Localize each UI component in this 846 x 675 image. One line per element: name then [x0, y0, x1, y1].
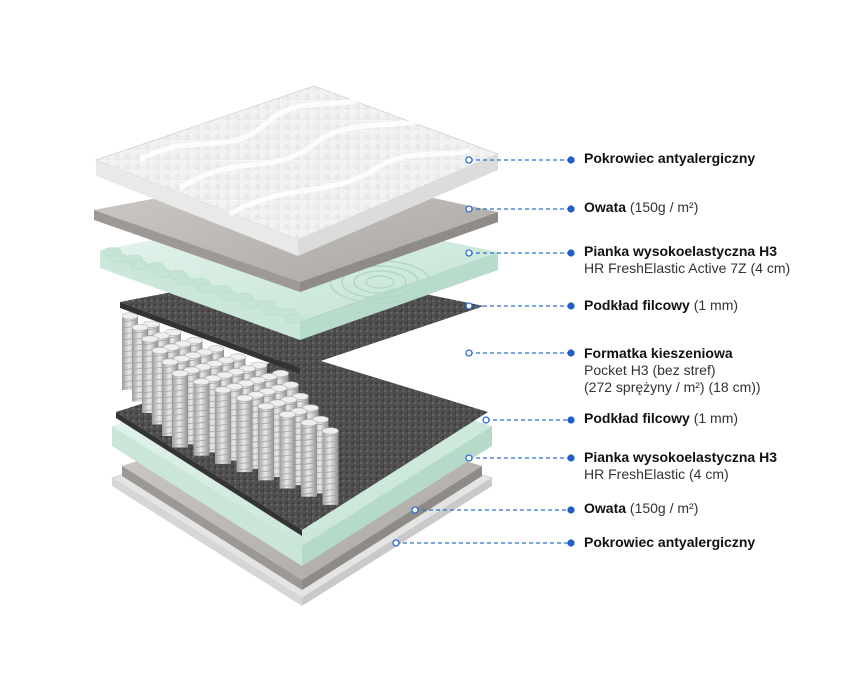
connector-bullet — [567, 454, 575, 462]
pocket-spring — [300, 419, 318, 497]
label-top-cover: Pokrowiec antyalergiczny — [584, 150, 756, 166]
layer-top-cover — [94, 85, 500, 256]
connector-9 — [392, 539, 575, 547]
connector-4 — [465, 302, 575, 310]
pocket-spring — [279, 410, 296, 489]
connector-anchor — [465, 349, 473, 357]
connector-anchor — [482, 416, 490, 424]
cover-wave-stitching — [138, 95, 471, 217]
label-bottom-felt: Podkład filcowy (1 mm) — [584, 410, 739, 426]
connector-7 — [465, 454, 575, 462]
connector-anchor — [411, 506, 419, 514]
connector-2 — [465, 205, 575, 213]
label-bottom-cover: Pokrowiec antyalergiczny — [584, 534, 756, 550]
connector-5 — [465, 349, 575, 357]
pocket-spring — [171, 369, 189, 448]
connector-6 — [482, 416, 575, 424]
pocket-spring — [322, 427, 339, 505]
label-top-felt: Podkład filcowy (1 mm) — [584, 297, 739, 313]
connector-anchor — [465, 156, 473, 164]
connector-anchor — [465, 302, 473, 310]
label-top-foam: Pianka wysokoelastyczna H3 HR FreshElast… — [584, 243, 791, 276]
connector-8 — [411, 506, 575, 514]
label-bottom-foam: Pianka wysokoelastyczna H3 HR FreshElast… — [584, 449, 777, 482]
connector-anchor — [465, 249, 473, 257]
pocket-spring — [193, 378, 210, 456]
layer-pocket-springs — [121, 312, 339, 505]
connector-anchor — [392, 539, 400, 547]
connector-anchor — [465, 205, 473, 213]
pocket-spring — [214, 386, 232, 464]
foam-egg-crate-bumps — [102, 247, 304, 324]
label-pocket-springs: Formatka kieszeniowa Pocket H3 (bez stre… — [584, 345, 761, 395]
connector-bullet — [567, 416, 575, 424]
connector-bullet — [567, 205, 575, 213]
connector-bullet — [567, 539, 575, 547]
connector-3 — [465, 249, 575, 257]
callout-connectors — [392, 156, 575, 547]
pocket-spring — [257, 402, 275, 481]
connector-bullet — [567, 249, 575, 257]
connector-bullet — [567, 349, 575, 357]
connector-anchor — [465, 454, 473, 462]
connector-bullet — [567, 302, 575, 310]
pocket-spring — [236, 394, 253, 473]
connector-1 — [465, 156, 575, 164]
label-bottom-wadding: Owata (150g / m²) — [584, 500, 699, 516]
connector-bullet — [567, 506, 575, 514]
label-top-wadding: Owata (150g / m²) — [584, 199, 699, 215]
connector-bullet — [567, 156, 575, 164]
